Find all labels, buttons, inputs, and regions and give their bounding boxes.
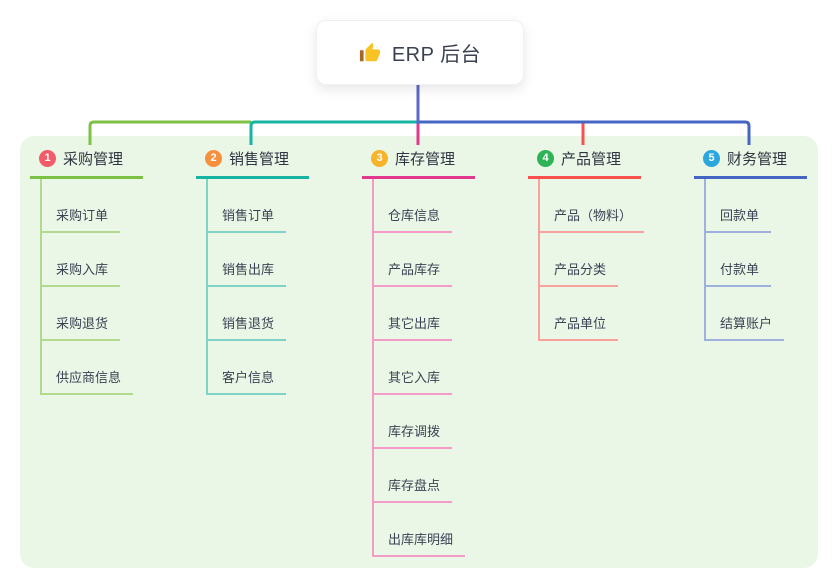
child-node: 供应商信息 (40, 341, 143, 395)
child-node: 库存盘点 (372, 449, 475, 503)
branches-panel: 1 采购管理采购订单采购入库采购退货供应商信息 2 销售管理销售订单销售出库销售退货客… (20, 136, 818, 568)
branch5-connector (418, 120, 751, 145)
branch-number-badge: 5 (703, 149, 720, 167)
branch2-connector (249, 120, 418, 145)
branch-node: 2 销售管理 (196, 146, 309, 179)
branch-number-badge: 2 (205, 149, 222, 167)
child-node: 销售退货 (206, 287, 309, 341)
child-label: 库存盘点 (374, 478, 453, 503)
child-node: 采购入库 (40, 233, 143, 287)
branch-node: 3 库存管理 (362, 146, 475, 179)
branch-children: 销售订单销售出库销售退货客户信息 (206, 179, 309, 395)
branch-children: 回款单付款单结算账户 (704, 179, 807, 341)
branch-label: 产品管理 (561, 150, 622, 168)
child-label: 产品（物料） (540, 208, 645, 233)
child-node: 客户信息 (206, 341, 309, 395)
child-label: 销售退货 (208, 316, 287, 341)
child-label: 结算账户 (706, 316, 785, 341)
child-label: 其它出库 (374, 316, 453, 341)
branch-children: 产品（物料） 产品分类产品单位 (538, 179, 645, 341)
branch-label: 库存管理 (395, 150, 456, 168)
child-label: 采购退货 (42, 316, 121, 341)
child-node: 出库库明细 (372, 503, 475, 557)
root-title: ERP 后台 (391, 44, 482, 66)
child-label: 产品分类 (540, 262, 619, 287)
branch-number-badge: 4 (537, 149, 554, 167)
child-label: 库存调拨 (374, 424, 453, 449)
branch-node: 4 产品管理 (528, 146, 641, 179)
child-label: 供应商信息 (42, 370, 134, 395)
branch-label: 财务管理 (727, 150, 788, 168)
child-label: 客户信息 (208, 370, 287, 395)
child-label: 采购订单 (42, 208, 121, 233)
child-node: 回款单 (704, 179, 807, 233)
child-node: 其它出库 (372, 287, 475, 341)
branch-node: 1 采购管理 (30, 146, 143, 179)
child-label: 付款单 (706, 262, 772, 287)
child-label: 产品单位 (540, 316, 619, 341)
child-label: 销售订单 (208, 208, 287, 233)
thumbs-up-icon (359, 42, 381, 64)
child-node: 采购退货 (40, 287, 143, 341)
child-node: 产品（物料） (538, 179, 645, 233)
child-node: 其它入库 (372, 341, 475, 395)
child-label: 销售出库 (208, 262, 287, 287)
child-node: 库存调拨 (372, 395, 475, 449)
child-label: 采购入库 (42, 262, 121, 287)
child-node: 采购订单 (40, 179, 143, 233)
branch-node: 5 财务管理 (694, 146, 807, 179)
branch-label: 采购管理 (63, 150, 124, 168)
branch-children: 仓库信息产品库存其它出库其它入库库存调拨库存盘点出库库明细 (372, 179, 475, 557)
branch-number-badge: 1 (39, 149, 56, 167)
child-label: 出库库明细 (374, 532, 466, 557)
child-node: 结算账户 (704, 287, 807, 341)
child-label: 回款单 (706, 208, 772, 233)
child-label: 产品库存 (374, 262, 453, 287)
branch-3: 3 库存管理仓库信息产品库存其它出库其它入库库存调拨库存盘点出库库明细 (362, 146, 475, 557)
child-node: 销售订单 (206, 179, 309, 233)
child-node: 仓库信息 (372, 179, 475, 233)
child-label: 仓库信息 (374, 208, 453, 233)
child-node: 产品库存 (372, 233, 475, 287)
child-label: 其它入库 (374, 370, 453, 395)
root-node: ERP 后台 (316, 20, 524, 85)
branch-children: 采购订单采购入库采购退货供应商信息 (40, 179, 143, 395)
child-node: 付款单 (704, 233, 807, 287)
branch-label: 销售管理 (229, 150, 290, 168)
branch-4: 4 产品管理产品（物料） 产品分类产品单位 (528, 146, 645, 341)
branch-2: 2 销售管理销售订单销售出库销售退货客户信息 (196, 146, 309, 395)
branch-1: 1 采购管理采购订单采购入库采购退货供应商信息 (30, 146, 143, 395)
child-node: 销售出库 (206, 233, 309, 287)
child-node: 产品单位 (538, 287, 644, 341)
branch-number-badge: 3 (371, 149, 388, 167)
branch-5: 5 财务管理回款单付款单结算账户 (694, 146, 807, 341)
branch1-connector (88, 120, 251, 145)
child-node: 产品分类 (538, 233, 644, 287)
